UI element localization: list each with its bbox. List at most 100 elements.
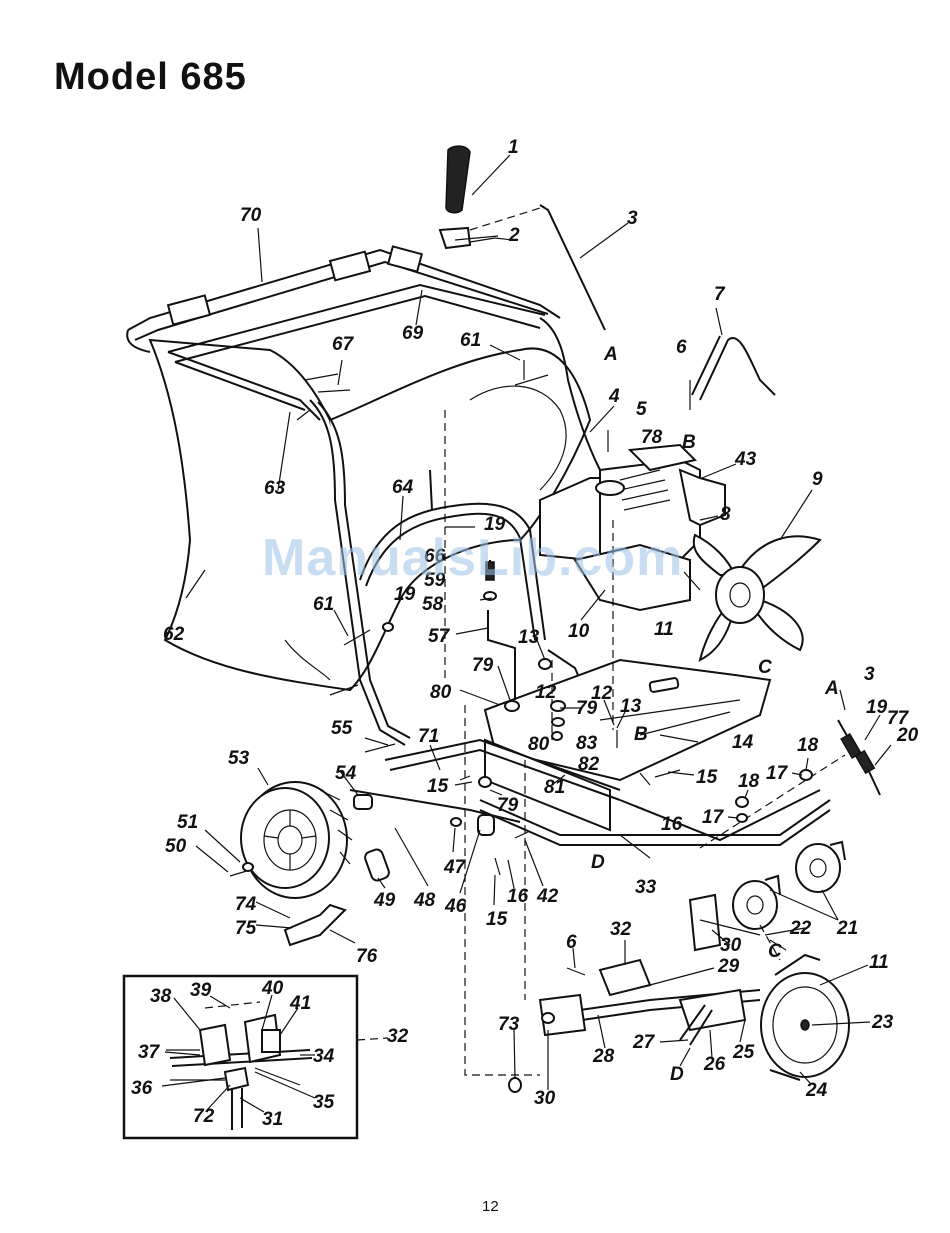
hardware bbox=[229, 235, 881, 1093]
callout: 80 bbox=[528, 734, 550, 755]
callout: 3 bbox=[627, 208, 638, 229]
callout: 23 bbox=[871, 1012, 894, 1033]
page-number: 12 bbox=[482, 1198, 499, 1215]
callout: 18 bbox=[738, 771, 760, 792]
callout: 36 bbox=[131, 1078, 153, 1099]
callout: 1 bbox=[508, 137, 519, 158]
callout: 53 bbox=[228, 748, 250, 769]
callout: 26 bbox=[703, 1054, 726, 1075]
callout: 40 bbox=[261, 978, 284, 999]
callout: 19 bbox=[394, 584, 416, 605]
callout: 11 bbox=[654, 619, 674, 640]
callout: 12 bbox=[591, 683, 613, 704]
callout: 30 bbox=[534, 1088, 556, 1109]
main-wheel bbox=[240, 781, 353, 899]
callout: 46 bbox=[444, 896, 467, 917]
callout: 33 bbox=[635, 877, 657, 898]
callout: 38 bbox=[150, 986, 172, 1007]
frame-rails bbox=[349, 738, 831, 846]
drive-train bbox=[538, 893, 850, 1081]
inset-detail bbox=[122, 974, 389, 1140]
callout: 15 bbox=[486, 909, 508, 930]
callout: 62 bbox=[163, 624, 185, 645]
callout: 57 bbox=[428, 626, 451, 647]
callout: C bbox=[758, 657, 772, 678]
callout: 39 bbox=[190, 980, 212, 1001]
baffle-bracket bbox=[691, 335, 776, 401]
callout: 58 bbox=[422, 594, 444, 615]
callout: 74 bbox=[235, 894, 257, 915]
callout: 61 bbox=[313, 594, 334, 615]
callout: 79 bbox=[472, 655, 494, 676]
callout: 50 bbox=[165, 836, 187, 857]
callout: D bbox=[591, 852, 605, 873]
callout: D bbox=[670, 1064, 684, 1085]
callout: 64 bbox=[392, 477, 414, 498]
callout: 8 bbox=[720, 504, 731, 525]
callout: 80 bbox=[430, 682, 452, 703]
callout: 66 bbox=[424, 546, 446, 567]
callout: 9 bbox=[812, 469, 823, 490]
callout: 63 bbox=[264, 478, 286, 499]
callout: A bbox=[603, 344, 618, 365]
callout: 4 bbox=[608, 386, 620, 407]
callout: 32 bbox=[610, 919, 632, 940]
callout: 41 bbox=[289, 993, 311, 1014]
callout: 71 bbox=[418, 726, 439, 747]
callout: 5 bbox=[636, 399, 647, 420]
callout: 25 bbox=[732, 1042, 755, 1063]
callout: 35 bbox=[313, 1092, 335, 1113]
callout: 16 bbox=[507, 886, 529, 907]
engine bbox=[539, 443, 726, 612]
callout: 17 bbox=[702, 807, 725, 828]
callout: 30 bbox=[720, 935, 742, 956]
callout: 42 bbox=[536, 886, 559, 907]
callout: 47 bbox=[443, 857, 467, 878]
callout: 32 bbox=[387, 1026, 409, 1047]
callout: 13 bbox=[518, 627, 540, 648]
callout: B bbox=[634, 724, 648, 745]
callout: 14 bbox=[732, 732, 754, 753]
page-title: Model 685 bbox=[54, 56, 247, 98]
callout: 28 bbox=[592, 1046, 615, 1067]
callout: 59 bbox=[424, 570, 446, 591]
impeller bbox=[692, 533, 822, 662]
callout: 55 bbox=[331, 718, 353, 739]
callout: 78 bbox=[641, 427, 663, 448]
handle-assembly bbox=[309, 317, 601, 746]
callout: 48 bbox=[413, 890, 436, 911]
callout: 2 bbox=[508, 225, 520, 246]
callout: 67 bbox=[332, 334, 355, 355]
callout: 69 bbox=[402, 323, 424, 344]
bag-frame bbox=[126, 245, 561, 421]
callout: 6 bbox=[676, 337, 687, 358]
callout: 15 bbox=[696, 767, 718, 788]
callout: 77 bbox=[887, 708, 910, 729]
callout-labels: 1 2 3 A 70 7 6 B 69 61 67 4 5 78 43 9 8 … bbox=[131, 137, 919, 1130]
callout: 19 bbox=[484, 514, 506, 535]
callout: 24 bbox=[805, 1080, 828, 1101]
callout: 43 bbox=[734, 449, 757, 470]
callout: 18 bbox=[797, 735, 819, 756]
callout: 61 bbox=[460, 330, 481, 351]
throttle-control bbox=[438, 145, 606, 331]
callout: 16 bbox=[661, 814, 683, 835]
leader-lines bbox=[161, 154, 892, 1113]
caster-wheels bbox=[732, 840, 846, 930]
callout: 31 bbox=[262, 1109, 283, 1130]
callout: 20 bbox=[896, 725, 919, 746]
callout: 34 bbox=[313, 1046, 335, 1067]
callout: 6 bbox=[566, 932, 577, 953]
callout: 82 bbox=[578, 754, 600, 775]
callout: 49 bbox=[373, 890, 396, 911]
callout: 81 bbox=[544, 777, 565, 798]
callout: A bbox=[824, 678, 839, 699]
callout: 7 bbox=[714, 284, 726, 305]
callout: 29 bbox=[717, 956, 740, 977]
callout: 76 bbox=[356, 946, 378, 967]
callout: 83 bbox=[576, 733, 598, 754]
callout: 37 bbox=[138, 1042, 161, 1063]
alignment-lines bbox=[444, 410, 846, 1076]
